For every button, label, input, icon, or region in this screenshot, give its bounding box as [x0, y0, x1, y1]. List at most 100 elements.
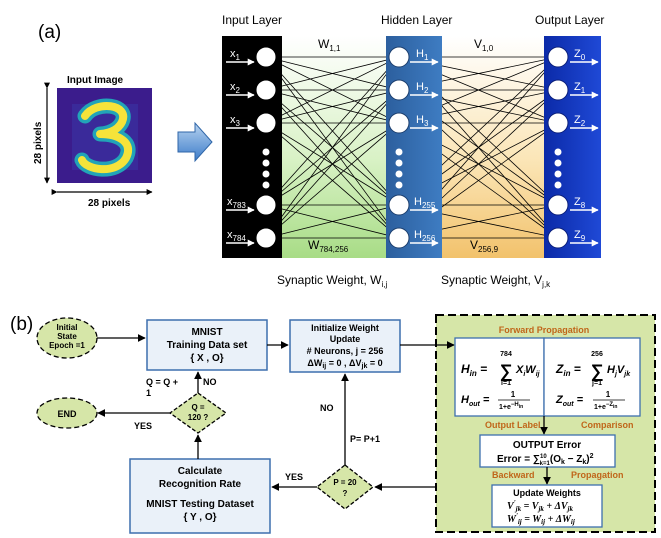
update-weights-title: Update Weights: [513, 488, 581, 498]
input-label: x2: [230, 81, 241, 95]
end-label: END: [57, 409, 77, 419]
connection-line: [265, 204, 400, 239]
output-node: [547, 112, 569, 134]
hidden-label: H3: [416, 114, 429, 128]
output-error-title: OUTPUT Error: [513, 440, 581, 451]
input-layer-title: Input Layer: [222, 13, 282, 27]
hidden-node: [388, 227, 410, 249]
hidden-formula-box: [454, 337, 545, 417]
hidden-label: H256: [414, 229, 436, 243]
input-node: [255, 79, 277, 101]
propagation-text: Propagation: [571, 470, 624, 480]
ellipsis-dot: [262, 148, 270, 156]
output-label: Z2: [574, 114, 586, 128]
initial-state-line1: Initial: [57, 323, 78, 332]
ellipsis-dot: [395, 159, 403, 167]
q-increment-line1: Q = Q +: [146, 377, 178, 387]
input-layer-bar: [222, 36, 282, 258]
ellipsis-dot: [395, 148, 403, 156]
p-decision-line1: P = 20: [333, 478, 357, 487]
mnist-testing-line1: MNIST Testing Dataset: [146, 499, 254, 510]
input-label: x3: [230, 114, 241, 128]
svg-text:Zin =: Zin =: [555, 362, 581, 378]
ellipsis-dot: [262, 170, 270, 178]
svg-text:∑: ∑: [591, 361, 604, 381]
mnist-training-box: [146, 319, 268, 371]
svg-text:1: 1: [606, 390, 611, 399]
recognition-rate-box: [129, 458, 271, 534]
backward-text: Backward: [492, 470, 535, 480]
hidden-label: H1: [416, 48, 429, 62]
end-node: [36, 397, 98, 429]
input-label: x784: [227, 229, 246, 243]
input-label: x783: [227, 196, 246, 210]
yes-label-q: YES: [134, 421, 152, 431]
weight-w-top: W1,1: [318, 37, 341, 53]
output-layer-bar: [544, 36, 601, 258]
weight-w-bottom: W784,256: [308, 238, 349, 254]
init-weight-line3: # Neurons, j = 256: [307, 346, 384, 356]
svg-text:256: 256: [591, 351, 603, 358]
q-decision-line1: Q =: [191, 403, 204, 412]
svg-text:784: 784: [500, 351, 512, 358]
update-v-formula: V'jk = Vjk + ΔVjk: [507, 499, 573, 513]
input-node: [255, 227, 277, 249]
svg-text:∑: ∑: [500, 361, 513, 381]
hidden-layer-bar: [386, 36, 442, 258]
connection-line: [265, 89, 400, 124]
ellipsis-dot: [262, 181, 270, 189]
weight-v-bottom: V256,9: [470, 238, 499, 254]
ellipsis-dot: [554, 159, 562, 167]
hidden-node: [388, 79, 410, 101]
output-node: [547, 46, 569, 68]
init-weight-line2: Update: [330, 334, 361, 344]
comparison-text: Comparison: [581, 420, 634, 430]
svg-text:Hin =: Hin =: [461, 362, 487, 378]
svg-text:1: 1: [511, 390, 516, 399]
mnist-training-line2: Training Data set: [167, 340, 248, 351]
q-decision-diamond: [168, 392, 228, 434]
connection-line: [265, 56, 400, 124]
ellipsis-dot: [395, 181, 403, 189]
connections-w: [265, 56, 400, 239]
calc-rate-line2: Recognition Rate: [159, 479, 242, 490]
pixels-horizontal-label: 28 pixels: [88, 198, 131, 209]
output-node: [547, 227, 569, 249]
output-label-text: Output Label: [485, 420, 541, 430]
svg-text:XiWij: XiWij: [515, 364, 541, 378]
pixels-vertical-label: 28 pixels: [33, 121, 44, 164]
mnist-testing-line2: { Y , O}: [184, 512, 217, 523]
input-node: [255, 112, 277, 134]
weight-region-v: [442, 36, 544, 258]
q-increment-line2: 1: [146, 388, 151, 398]
connection-line: [265, 56, 400, 239]
q-decision-line2: 120 ?: [188, 413, 209, 422]
hidden-label: H255: [414, 196, 436, 210]
output-node: [547, 194, 569, 216]
output-label: Z8: [574, 196, 586, 210]
connection-line: [265, 89, 400, 239]
connection-line: [265, 122, 400, 239]
output-layer-title: Output Layer: [535, 13, 604, 27]
forward-propagation-title: Forward Propagation: [499, 325, 590, 335]
p-decision-line2: ?: [343, 489, 348, 498]
input-node: [255, 46, 277, 68]
p-decision-diamond: [315, 464, 375, 510]
initial-state-line2: State: [57, 332, 77, 341]
update-weights-box: [491, 484, 603, 528]
hidden-node: [388, 46, 410, 68]
update-w-formula: W'ij = Wij + ΔWij: [507, 512, 575, 526]
initialize-weight-box: [289, 319, 401, 373]
ellipsis-dot: [395, 170, 403, 178]
synaptic-weight-w-label: Synaptic Weight, Wi,j: [277, 273, 387, 289]
initial-state-line3: Epoch =1: [49, 341, 85, 350]
ellipsis-dot: [262, 159, 270, 167]
ellipsis-dot: [554, 170, 562, 178]
no-label-p: NO: [320, 403, 334, 413]
hidden-layer-title: Hidden Layer: [381, 13, 452, 27]
svg-text:Hout =: Hout =: [461, 394, 490, 408]
hidden-node: [388, 112, 410, 134]
init-weight-line4: ΔWij = 0 , ΔVjk = 0: [307, 358, 382, 370]
